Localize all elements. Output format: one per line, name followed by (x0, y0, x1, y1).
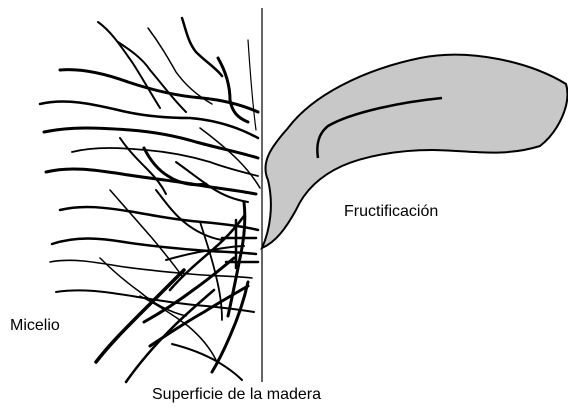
fruiting-body-label: Fructificación (344, 203, 438, 221)
wood-surface-label: Superficie de la madera (152, 386, 321, 404)
mycelium-hyphae (40, 18, 260, 382)
mycelium-label: Micelio (10, 317, 60, 335)
